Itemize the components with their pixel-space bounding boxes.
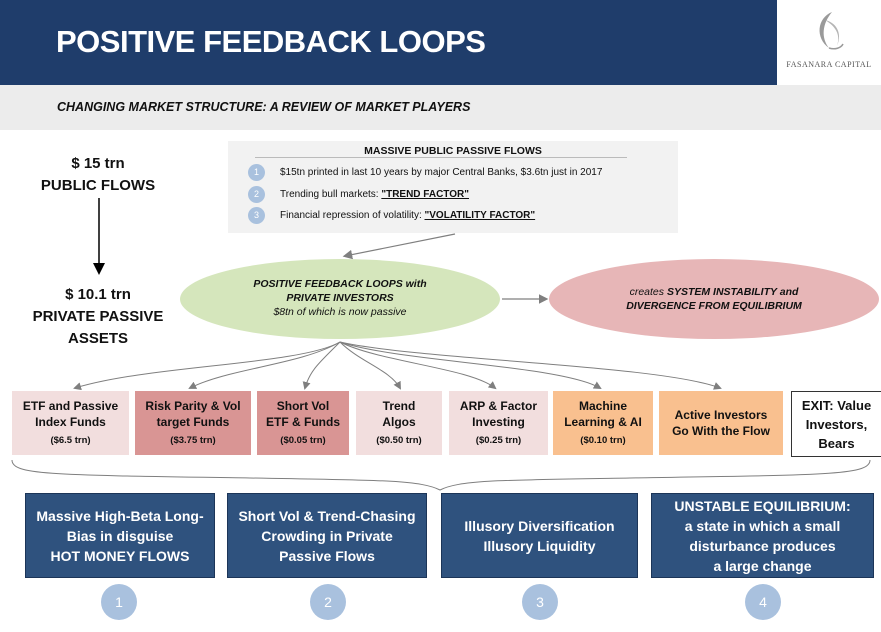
outcome-number-1: 1 <box>101 584 137 620</box>
outcome-line: a large change <box>713 557 812 574</box>
player-name: Go With the Flow <box>672 424 770 438</box>
outcome-number-2: 2 <box>310 584 346 620</box>
player-amount: ($0.05 trn) <box>280 434 326 446</box>
instability-line-1: creates SYSTEM INSTABILITY and <box>549 285 879 299</box>
player-name: Short Vol <box>276 398 330 413</box>
outcome-line: Passive Flows <box>279 547 375 564</box>
player-box-etf: ETF and Passive Index Funds ($6.5 trn) <box>12 391 129 455</box>
flow-item-3: 3 Financial repression of volatility: "V… <box>248 206 535 224</box>
feedback-loops-line-1: POSITIVE FEEDBACK LOOPS with <box>253 278 427 290</box>
logo-text: FASANARA CAPITAL <box>786 60 872 69</box>
outcome-box-3: Illusory Diversification Illusory Liquid… <box>441 493 638 578</box>
flows-to-loops-arrow <box>342 233 456 260</box>
exit-line-1: EXIT: Value <box>801 397 872 413</box>
outcome-line: Illusory Diversification <box>464 517 615 534</box>
outcome-box-4: UNSTABLE EQUILIBRIUM: a state in which a… <box>651 493 874 578</box>
player-amount: ($3.75 trn) <box>170 434 216 446</box>
players-brace <box>11 459 871 491</box>
logo: FASANARA CAPITAL <box>777 0 881 85</box>
player-box-trend-algos: Trend Algos ($0.50 trn) <box>356 391 442 455</box>
flow-text-2: Trending bull markets: <box>280 188 382 200</box>
private-assets-text-2: ASSETS <box>67 330 128 347</box>
player-amount: ($0.50 trn) <box>376 434 422 446</box>
player-name: Trend <box>382 398 416 413</box>
player-name: ETF and Passive <box>22 398 119 413</box>
outcome-box-1: Massive High-Beta Long- Bias in disguise… <box>25 493 215 578</box>
feedback-loops-text: POSITIVE FEEDBACK LOOPS with PRIVATE INV… <box>180 277 500 319</box>
instability-text: creates SYSTEM INSTABILITY and DIVERGENC… <box>549 285 879 313</box>
player-amount: ($0.25 trn) <box>475 434 522 446</box>
public-flows-amount: $ 15 trn <box>71 155 125 172</box>
player-name: Machine <box>578 398 627 413</box>
player-name: Index Funds <box>35 414 106 429</box>
exit-line-2: Investors, <box>805 416 868 432</box>
player-name: Investing <box>472 414 525 429</box>
outcome-box-2: Short Vol & Trend-Chasing Crowding in Pr… <box>227 493 427 578</box>
player-name: Algos <box>382 414 416 429</box>
player-box-machine-learning: Machine Learning & AI ($0.10 trn) <box>553 391 653 455</box>
outcome-number-3: 3 <box>522 584 558 620</box>
outcome-number-4: 4 <box>745 584 781 620</box>
outcome-line: UNSTABLE EQUILIBRIUM: <box>674 497 851 514</box>
flow-text-1: $15tn printed in last 10 years by major … <box>280 166 603 178</box>
logo-icon <box>819 12 844 50</box>
player-name: ETF & Funds <box>266 414 340 429</box>
trend-factor-label: "TREND FACTOR" <box>381 188 469 200</box>
exit-line-3: Bears <box>818 435 855 451</box>
player-name: ARP & Factor <box>459 398 538 413</box>
page-title: POSITIVE FEEDBACK LOOPS <box>56 24 486 59</box>
divider <box>255 157 627 158</box>
flow-item-1: 1 $15tn printed in last 10 years by majo… <box>248 163 602 181</box>
private-assets-text-1: PRIVATE PASSIVE <box>32 308 164 325</box>
public-flows-label: $ 15 trn PUBLIC FLOWS <box>18 153 178 197</box>
volatility-factor-label: "VOLATILITY FACTOR" <box>424 209 536 221</box>
outcome-line: HOT MONEY FLOWS <box>50 547 190 564</box>
flow-num-1: 1 <box>248 163 265 181</box>
player-name: target Funds <box>156 414 230 429</box>
flow-num-3: 3 <box>248 206 265 224</box>
player-name: Learning & AI <box>564 414 642 429</box>
player-name: Risk Parity & Vol <box>145 398 241 413</box>
feedback-loops-line-3: $8tn of which is now passive <box>273 306 407 318</box>
flow-text-3: Financial repression of volatility: <box>280 209 425 221</box>
flow-item-2: 2 Trending bull markets: "TREND FACTOR" <box>248 185 469 203</box>
feedback-loops-line-2: PRIVATE INVESTORS <box>286 292 394 304</box>
player-name: Active Investors <box>674 408 768 422</box>
private-assets-label: $ 10.1 trn PRIVATE PASSIVE ASSETS <box>18 284 178 350</box>
flow-num-2: 2 <box>248 185 265 203</box>
instability-ellipse <box>549 259 879 339</box>
instability-line-2: DIVERGENCE FROM EQUILIBRIUM <box>626 300 802 312</box>
public-flows-title: MASSIVE PUBLIC PASSIVE FLOWS <box>364 145 542 157</box>
instability-prefix: creates <box>629 286 667 298</box>
player-amount: ($6.5 trn) <box>50 434 91 446</box>
public-flows-box: 1 $15tn printed in last 10 years by majo… <box>228 141 678 233</box>
outcome-line: a state in which a small <box>684 517 841 534</box>
header-bar <box>0 0 777 85</box>
outcome-line: Massive High-Beta Long- <box>36 507 204 524</box>
feedback-loops-ellipse <box>180 259 500 339</box>
instability-bold-1: SYSTEM INSTABILITY and <box>666 286 799 298</box>
outcome-line: Crowding in Private <box>261 527 393 544</box>
player-box-short-vol: Short Vol ETF & Funds ($0.05 trn) <box>257 391 349 455</box>
outcome-line: Illusory Liquidity <box>483 537 596 554</box>
private-assets-amount: $ 10.1 trn <box>65 286 131 303</box>
outcome-line: Short Vol & Trend-Chasing <box>238 507 416 524</box>
player-box-active-investors: Active Investors Go With the Flow <box>659 391 783 455</box>
outcome-line: disturbance produces <box>689 537 836 554</box>
player-amount: ($0.10 trn) <box>580 434 626 446</box>
subtitle: CHANGING MARKET STRUCTURE: A REVIEW OF M… <box>57 100 471 114</box>
outcome-line: Bias in disguise <box>66 527 174 544</box>
subtitle-bar <box>0 85 881 130</box>
public-flows-text: PUBLIC FLOWS <box>40 177 156 194</box>
player-box-arp-factor: ARP & Factor Investing ($0.25 trn) <box>449 391 548 455</box>
player-box-risk-parity: Risk Parity & Vol target Funds ($3.75 tr… <box>135 391 251 455</box>
exit-box: EXIT: Value Investors, Bears <box>791 391 881 457</box>
